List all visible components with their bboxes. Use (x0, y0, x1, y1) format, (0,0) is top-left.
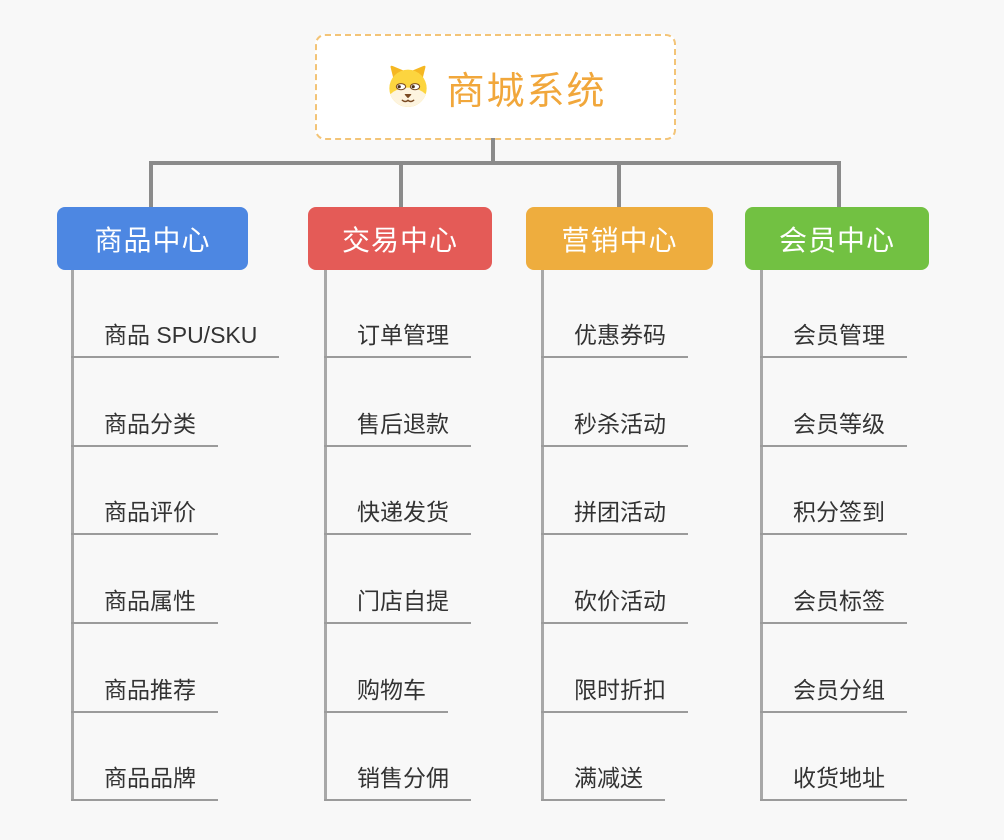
tree-node[interactable]: 会员标签 (760, 588, 907, 624)
tree-node[interactable]: 快递发货 (324, 499, 471, 535)
connector-drop-1 (149, 161, 153, 209)
connector-drop-2 (399, 161, 403, 209)
tree-node[interactable]: 商品 SPU/SKU (71, 322, 280, 358)
tree-node[interactable]: 门店自提 (324, 588, 471, 624)
connector-trunk-4 (760, 270, 763, 801)
connector-trunk-3 (541, 270, 544, 801)
branch-node-trade-center[interactable]: 交易中心 (308, 207, 492, 270)
tree-node[interactable]: 限时折扣 (541, 677, 688, 713)
tree-node[interactable]: 砍价活动 (541, 588, 688, 624)
connector-trunk-1 (71, 270, 74, 801)
tree-node[interactable]: 商品分类 (71, 411, 218, 447)
connector-drop-3 (617, 161, 621, 209)
connector-drop-4 (837, 161, 841, 209)
connector-trunk-2 (324, 270, 327, 801)
tree-node[interactable]: 商品推荐 (71, 677, 218, 713)
tree-node[interactable]: 积分签到 (760, 499, 907, 535)
tree-node[interactable]: 满减送 (541, 765, 665, 801)
tree-node[interactable]: 优惠券码 (541, 322, 688, 358)
tree-node[interactable]: 商品评价 (71, 499, 218, 535)
branch-node-product-center[interactable]: 商品中心 (57, 207, 248, 270)
tree-node[interactable]: 拼团活动 (541, 499, 688, 535)
tree-node[interactable]: 会员管理 (760, 322, 907, 358)
tree-node[interactable]: 购物车 (324, 677, 448, 713)
root-node[interactable]: 商城系统 (315, 34, 676, 140)
tree-node[interactable]: 会员等级 (760, 411, 907, 447)
tree-node[interactable]: 收货地址 (760, 765, 907, 801)
tree-node[interactable]: 订单管理 (324, 322, 471, 358)
tree-node[interactable]: 秒杀活动 (541, 411, 688, 447)
connector-horizontal-bus (149, 161, 841, 165)
connector-root-stub (491, 138, 495, 165)
branch-node-marketing-center[interactable]: 营销中心 (526, 207, 713, 270)
root-title: 商城系统 (446, 70, 607, 113)
tree-node[interactable]: 商品属性 (71, 588, 218, 624)
branch-node-member-center[interactable]: 会员中心 (745, 207, 929, 270)
tree-node[interactable]: 会员分组 (760, 677, 907, 713)
tree-node[interactable]: 商品品牌 (71, 765, 218, 801)
dog-face-icon (384, 63, 432, 111)
tree-node[interactable]: 售后退款 (324, 411, 471, 447)
tree-node[interactable]: 销售分佣 (324, 765, 471, 801)
